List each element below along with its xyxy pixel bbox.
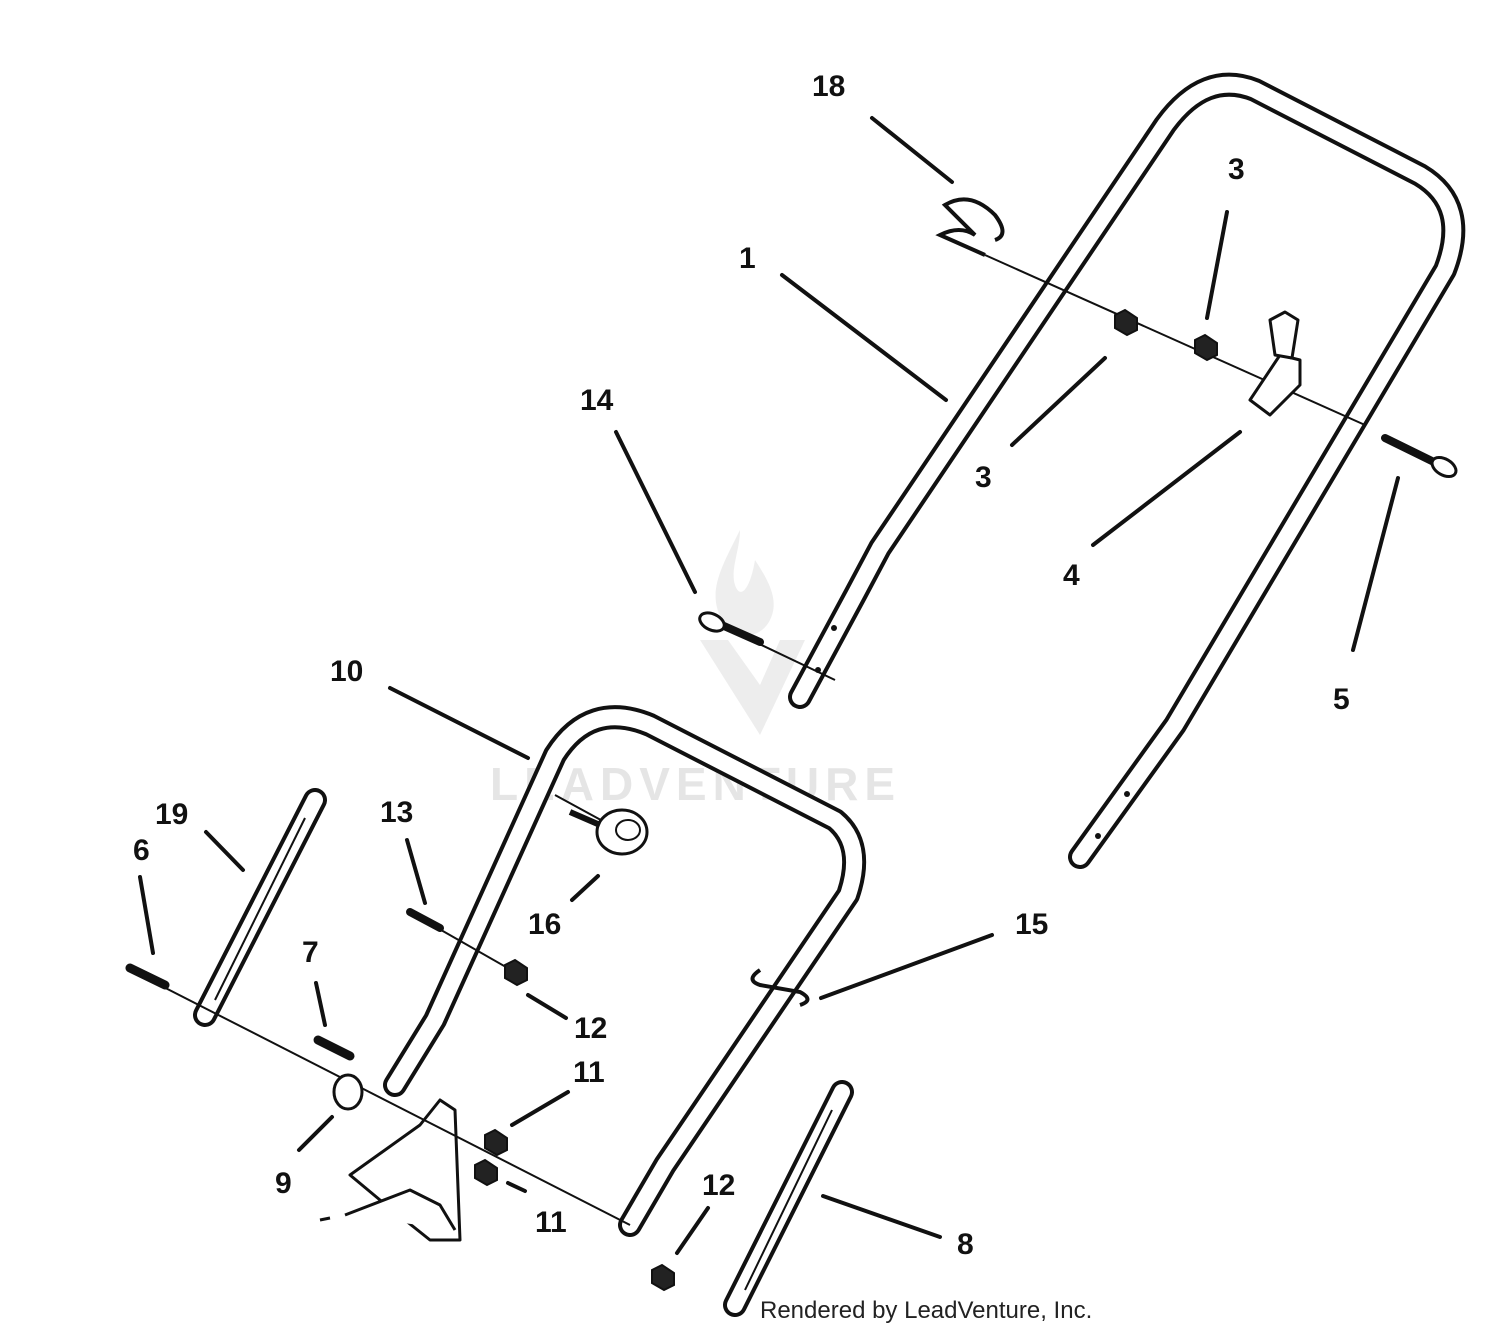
hex-nut-12-upper — [504, 958, 528, 987]
callout-18: 18 — [812, 70, 845, 103]
assembly-axes — [139, 254, 1366, 1226]
hex-nut-upper-left — [1114, 308, 1138, 337]
callout-3-upper: 3 — [1228, 153, 1245, 186]
bolt-6 — [125, 963, 170, 990]
upper-handle — [788, 72, 1466, 869]
handle-bracket-right — [723, 1080, 854, 1317]
callout-7: 7 — [302, 936, 319, 969]
hex-nut-11-upper — [484, 1128, 508, 1157]
callout-10: 10 — [330, 655, 363, 688]
bolt-7 — [313, 1035, 355, 1061]
handle-bracket-left — [193, 788, 327, 1027]
control-lever — [1248, 310, 1302, 417]
callout-12-upper: 12 — [574, 1012, 607, 1045]
callout-8: 8 — [957, 1228, 974, 1261]
cable-clip-15 — [750, 968, 810, 1007]
lower-handle — [383, 705, 867, 1237]
callout-6: 6 — [133, 834, 150, 867]
callout-3-lower: 3 — [975, 461, 992, 494]
carriage-bolt-upper — [1381, 434, 1458, 478]
callout-5: 5 — [1333, 683, 1350, 716]
callout-15: 15 — [1015, 908, 1048, 941]
callout-13: 13 — [380, 796, 413, 829]
credit-text: Rendered by LeadVenture, Inc. — [760, 1297, 1092, 1324]
hex-nut-upper-right — [1194, 333, 1218, 362]
callout-19: 19 — [155, 798, 188, 831]
callout-14: 14 — [580, 384, 614, 417]
deck-mount-bracket — [319, 1098, 462, 1242]
callout-1: 1 — [739, 242, 756, 275]
bolt-13 — [406, 908, 444, 932]
callout-numbers: 18 1 3 3 14 4 5 10 19 13 6 16 15 7 12 11… — [133, 70, 1350, 1261]
hex-nut-12-lower — [651, 1263, 675, 1292]
hex-nut-11-lower — [474, 1158, 498, 1187]
callout-11-lower: 11 — [535, 1206, 567, 1239]
callout-11-upper: 11 — [573, 1056, 605, 1089]
hairpin-clip — [935, 197, 1005, 257]
callout-9: 9 — [275, 1167, 292, 1200]
carriage-bolt-14 — [698, 611, 764, 646]
callout-12-lower: 12 — [702, 1169, 735, 1202]
callout-4: 4 — [1063, 559, 1080, 592]
handle-knob — [568, 808, 649, 856]
callout-16: 16 — [528, 908, 561, 941]
leader-lines — [138, 116, 1400, 1255]
spacer-9 — [332, 1073, 364, 1111]
